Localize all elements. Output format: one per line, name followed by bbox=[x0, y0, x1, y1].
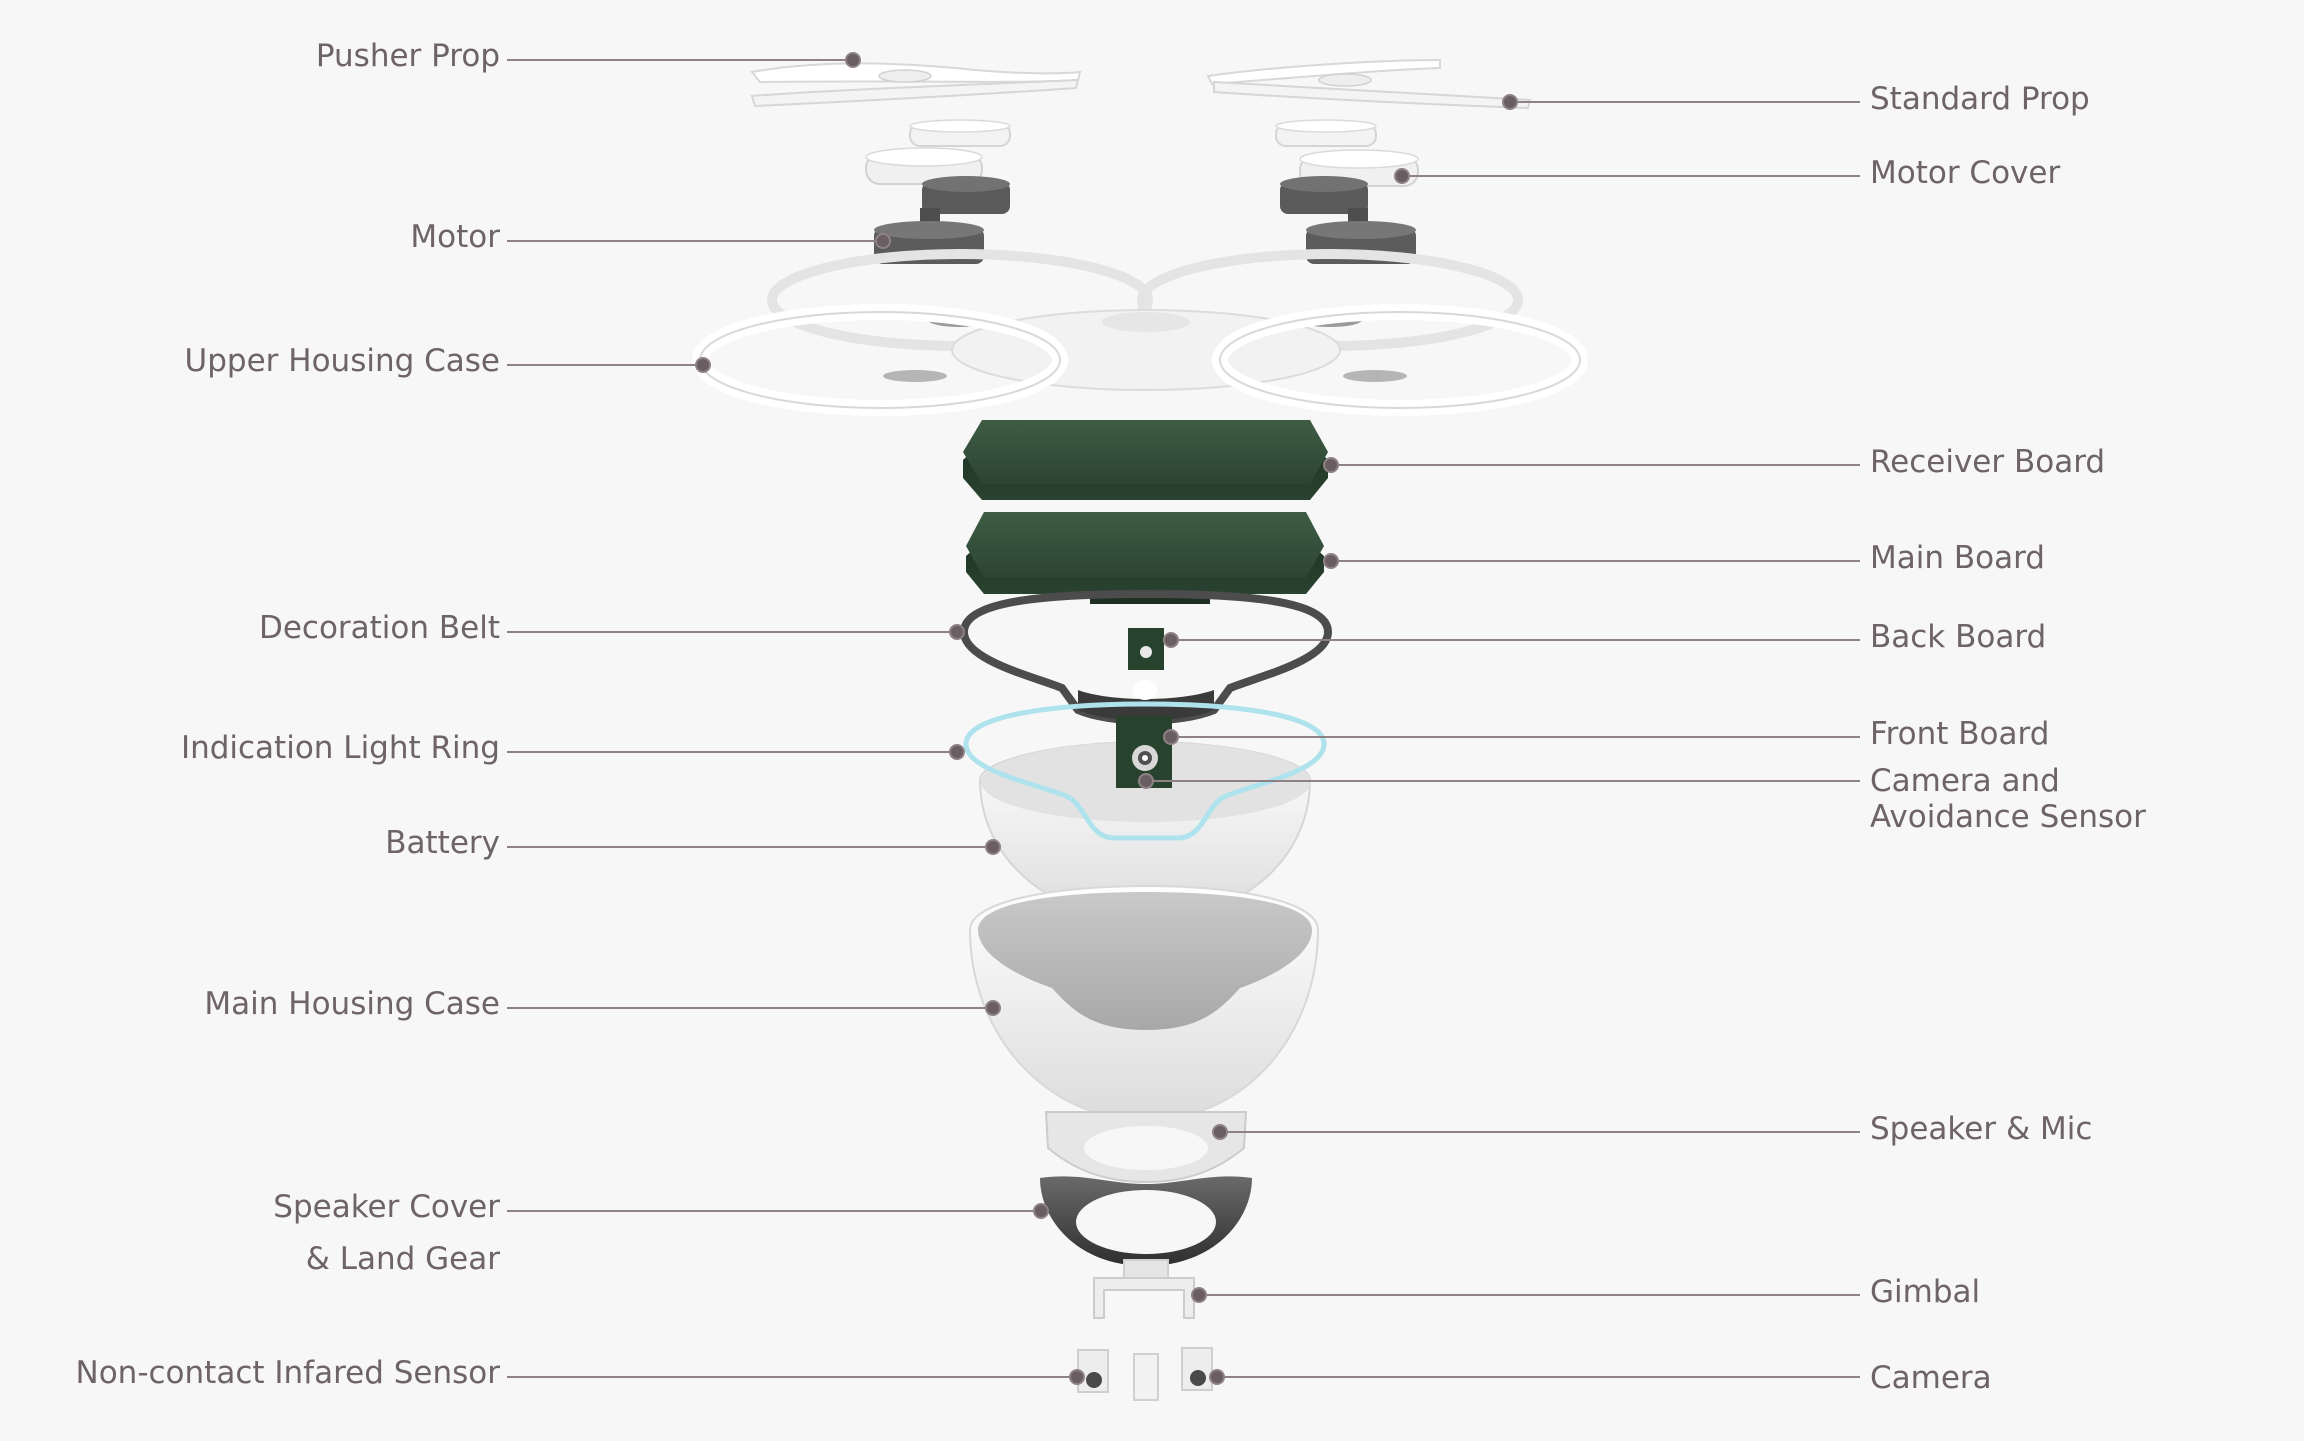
label-pusher-prop: Pusher Prop bbox=[315, 38, 500, 74]
label-speaker-mic: Speaker & Mic bbox=[1870, 1111, 2093, 1147]
label-receiver-board: Receiver Board bbox=[1870, 444, 2106, 480]
label-front-board: Front Board bbox=[1870, 716, 2050, 752]
label-main-housing-case: Main Housing Case bbox=[204, 986, 500, 1022]
leader-lines bbox=[507, 52, 1860, 1385]
label-battery: Battery bbox=[385, 825, 500, 861]
label-motor: Motor bbox=[410, 219, 500, 255]
label-main-board: Main Board bbox=[1870, 540, 2045, 576]
pusher-prop-part bbox=[750, 62, 1082, 108]
indication-light-ring-part bbox=[963, 701, 1327, 841]
label-motor-cover: Motor Cover bbox=[1870, 155, 2061, 191]
speaker-mic-part bbox=[1044, 1111, 1248, 1184]
label-gimbal: Gimbal bbox=[1870, 1274, 1981, 1310]
label-indication-light-ring: Indication Light Ring bbox=[180, 730, 500, 766]
upper-housing-case-part bbox=[692, 249, 1588, 416]
motor-cover-left bbox=[865, 119, 1011, 185]
label-speaker-cover-line2: & Land Gear bbox=[305, 1241, 500, 1277]
gimbal-part bbox=[1093, 1259, 1195, 1319]
speaker-cover-land-gear-part bbox=[1040, 1176, 1252, 1266]
main-housing-case-part bbox=[968, 884, 1320, 1122]
standard-prop-part bbox=[1206, 58, 1532, 110]
label-speaker-cover-line1: Speaker Cover bbox=[273, 1189, 500, 1225]
label-camera-sensor-line2: Avoidance Sensor bbox=[1870, 799, 2146, 835]
label-standard-prop: Standard Prop bbox=[1870, 81, 2090, 117]
motor-right bbox=[1280, 176, 1416, 264]
label-decoration-belt: Decoration Belt bbox=[258, 610, 500, 646]
receiver-board-part bbox=[963, 420, 1328, 500]
main-board-part bbox=[966, 512, 1324, 604]
label-upper-housing-case: Upper Housing Case bbox=[184, 343, 500, 379]
label-noncontact-infrared-sensor: Non-contact Infared Sensor bbox=[75, 1355, 500, 1391]
camera-module-part bbox=[1077, 1347, 1213, 1401]
label-camera-sensor-line1: Camera and bbox=[1870, 763, 2060, 799]
label-back-board: Back Board bbox=[1870, 619, 2047, 655]
back-board-part bbox=[1128, 628, 1164, 670]
label-camera: Camera bbox=[1870, 1360, 1992, 1396]
